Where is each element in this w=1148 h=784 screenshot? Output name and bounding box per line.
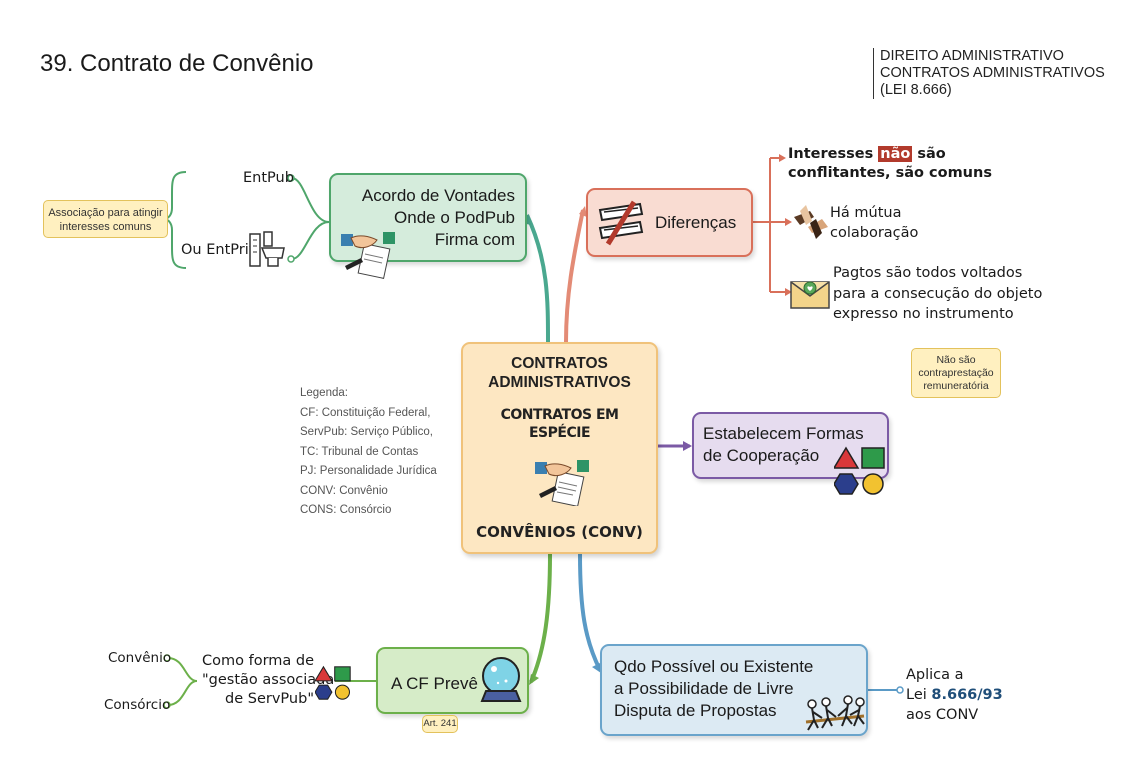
acordo-line: Firma com [434, 230, 515, 249]
highlight-text: não [878, 146, 913, 162]
center-subtitle-line: ESPÉCIE [528, 425, 591, 441]
center-node: CONTRATOS ADMINISTRATIVOS CONTRATOS EM E… [461, 342, 658, 554]
diferencas-node: Diferenças [586, 188, 753, 257]
collaboration-hands-icon [794, 205, 828, 239]
envelope-heart-icon [790, 281, 830, 309]
entpriv-label: Ou EntPriv [181, 242, 258, 258]
qdo-text: Qdo Possível ou Existente a Possibilidad… [614, 656, 813, 722]
aplica-line: Aplica a [906, 667, 964, 683]
note-line: Associação para atingir [48, 207, 163, 219]
diferencas-label: Diferenças [655, 213, 737, 232]
acordo-line: Onde o PodPub [394, 208, 515, 227]
acordo-line: Acordo de Vontades [361, 186, 515, 205]
legend-item: CONV: Convênio [300, 484, 388, 497]
estabelecem-text: Estabelecem Formas de Cooperação [703, 423, 864, 467]
qdo-line: Qdo Possível ou Existente [614, 657, 814, 676]
legend-item: TC: Tribunal de Contas [300, 445, 419, 458]
center-subtitle: CONTRATOS EM ESPÉCIE [463, 406, 656, 442]
item-text: Pagtos são todos voltados [833, 265, 1023, 281]
qdo-line: Disputa de Propostas [614, 701, 777, 720]
qdo-line: a Possibilidade de Livre [614, 679, 794, 698]
note-line: contraprestação [918, 367, 994, 379]
item-text: Interesses [788, 146, 879, 162]
subject-line: CONTRATOS ADMINISTRATIVOS [880, 65, 1105, 81]
shapes-icon [834, 446, 885, 495]
item-text: são [912, 146, 946, 162]
estabelecem-line: Estabelecem Formas [703, 424, 864, 443]
tug-of-war-icon [805, 695, 865, 731]
convenio-label: Convênio [108, 650, 172, 666]
note-line: remuneratória [923, 380, 989, 392]
cf-label: A CF Prevê [391, 674, 478, 693]
center-footer: CONVÊNIOS (CONV) [476, 523, 643, 541]
subject-header: DIREITO ADMINISTRATIVO CONTRATOS ADMINIS… [873, 48, 1105, 99]
item-text: para a consecução do objeto [833, 285, 1043, 302]
legend: Legenda: CF: Constituição Federal, ServP… [300, 384, 437, 521]
acordo-text: Acordo de Vontades Onde o PodPub Firma c… [362, 185, 515, 251]
acordo-note: Associação para atingir interesses comun… [43, 200, 168, 238]
building-toilet-icon [249, 231, 285, 267]
consorcio-label: Consórcio [104, 697, 171, 713]
legend-item: ServPub: Serviço Público, [300, 426, 433, 438]
aplica-text-part: Lei [906, 687, 932, 703]
legend-title: Legenda: [300, 387, 348, 399]
crystal-ball-icon [480, 657, 522, 702]
note-line: Não são [936, 354, 976, 366]
acordo-node: Acordo de Vontades Onde o PodPub Firma c… [329, 173, 527, 279]
not-equal-icon [598, 200, 644, 246]
subject-line: DIREITO ADMINISTRATIVO [880, 48, 1064, 64]
diferenca-item-1-line2: conflitantes, são comuns [788, 165, 992, 181]
item-text: colaboração [830, 225, 919, 241]
art-note: Art. 241 [422, 715, 458, 733]
diferenca-item-2: Há mútua colaboração [830, 203, 918, 243]
forma-line: de ServPub" [225, 691, 314, 707]
item-text: expresso no instrumento [833, 306, 1014, 322]
diferenca-item-3: Pagtos são todos voltados para a consecu… [833, 263, 1042, 325]
diferencas-note: Não são contraprestação remuneratória [911, 348, 1001, 398]
handshake-contract-icon [341, 232, 395, 279]
aplica-line: aos CONV [906, 707, 979, 723]
shapes-icon [315, 665, 351, 700]
handshake-contract-icon [535, 460, 589, 506]
aplica-line: Lei 8.666/93 [906, 685, 1003, 705]
center-subtitle-line: CONTRATOS EM [500, 407, 619, 423]
center-title-line: CONTRATOS [511, 355, 608, 372]
page-title: 39. Contrato de Convênio [40, 50, 314, 77]
law-reference: 8.666/93 [931, 687, 1003, 703]
forma-line: "gestão associada [202, 672, 335, 688]
note-line: interesses comuns [59, 221, 152, 233]
entpub-label: EntPub [243, 170, 294, 186]
legend-item: PJ: Personalidade Jurídica [300, 465, 437, 477]
center-title-line: ADMINISTRATIVOS [488, 374, 631, 391]
legend-item: CONS: Consórcio [300, 504, 392, 516]
subject-line: (LEI 8.666) [880, 82, 952, 98]
center-title: CONTRATOS ADMINISTRATIVOS [463, 354, 656, 392]
cf-forma-text: Como forma de "gestão associada de ServP… [202, 652, 335, 709]
diferenca-item-1: Interesses não são [788, 146, 946, 162]
estabelecem-line: de Cooperação [703, 446, 820, 465]
forma-line: Como forma de [202, 653, 315, 669]
legend-item: CF: Constituição Federal, [300, 406, 431, 419]
item-text: Há mútua [830, 205, 902, 221]
aplica-text: Aplica a Lei 8.666/93 aos CONV [906, 665, 1003, 725]
